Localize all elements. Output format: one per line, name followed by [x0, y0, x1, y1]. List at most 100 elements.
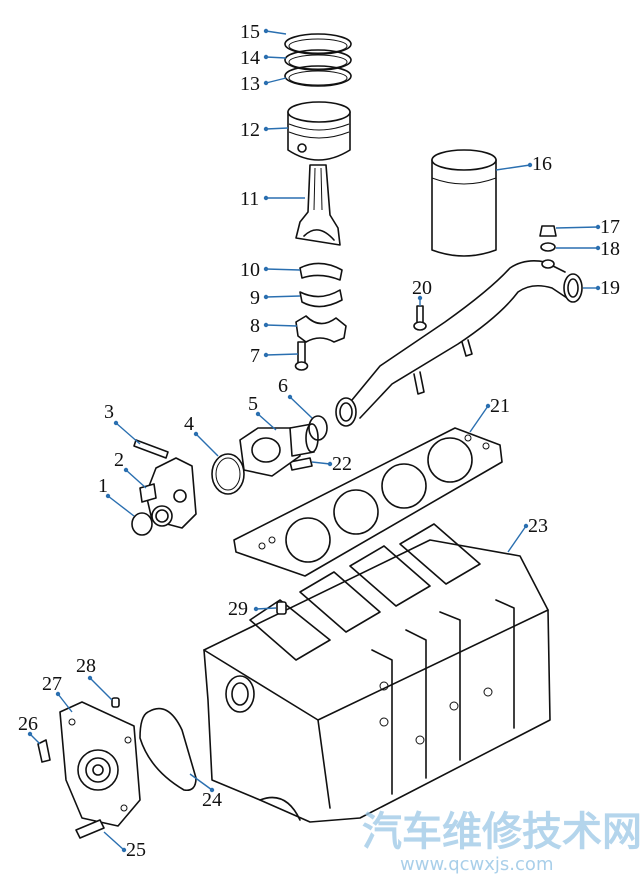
leader-dot-4	[193, 431, 199, 437]
leader-dot-15	[263, 28, 269, 34]
leader-14	[265, 56, 287, 59]
leader-dot-18	[595, 245, 601, 251]
callout-5: 5	[248, 393, 258, 415]
engine-block	[203, 523, 551, 823]
callout-25: 25	[126, 839, 146, 861]
leader-dot-9	[263, 294, 269, 300]
leader-6	[289, 396, 313, 419]
callout-11: 11	[240, 188, 259, 210]
leader-dot-17	[595, 224, 601, 230]
washer-18	[540, 242, 556, 252]
callout-10: 10	[240, 259, 260, 281]
leader-dot-19	[595, 285, 601, 291]
leader-dot-14	[263, 54, 269, 60]
leader-17	[555, 226, 599, 229]
callout-14: 14	[240, 47, 260, 69]
callout-12: 12	[240, 119, 260, 141]
leader-4	[195, 433, 219, 457]
leader-dot-28	[87, 675, 93, 681]
water-pump	[59, 701, 141, 827]
leader-10	[265, 268, 301, 271]
piston-ring-14	[284, 49, 352, 71]
leader-2	[125, 469, 147, 489]
leader-27	[57, 693, 73, 713]
bearing-shell-10	[299, 262, 343, 281]
leader-dot-29	[253, 606, 259, 612]
leader-dot-22	[327, 461, 333, 467]
leader-dot-11	[263, 195, 269, 201]
bolt-17	[539, 225, 557, 237]
bolt-20	[413, 305, 427, 331]
leader-dot-8	[263, 322, 269, 328]
callout-2: 2	[114, 449, 124, 471]
leader-1	[107, 495, 135, 517]
leader-7	[265, 353, 299, 356]
leader-dot-27	[55, 691, 61, 697]
dowel-29	[276, 601, 287, 615]
callout-15: 15	[240, 21, 260, 43]
callout-17: 17	[600, 216, 620, 238]
leader-12	[265, 127, 289, 130]
leader-dot-20	[417, 295, 423, 301]
leader-22	[311, 461, 331, 465]
callout-28: 28	[76, 655, 96, 677]
callout-13: 13	[240, 73, 260, 95]
callout-9: 9	[250, 287, 260, 309]
callout-16: 16	[532, 153, 552, 175]
rod-bolt	[294, 341, 309, 371]
leader-25	[103, 831, 125, 851]
leader-dot-7	[263, 352, 269, 358]
leader-dot-21	[485, 403, 491, 409]
water-outlet	[139, 457, 197, 529]
dowel-28	[111, 697, 120, 708]
leader-26	[29, 733, 41, 745]
callout-3: 3	[104, 401, 114, 423]
leader-24	[189, 773, 213, 791]
callout-24: 24	[202, 789, 222, 811]
leader-8	[265, 324, 298, 327]
callout-23: 23	[528, 515, 548, 537]
leader-29	[255, 607, 277, 610]
leader-3	[115, 422, 141, 445]
leader-9	[265, 295, 301, 298]
leader-dot-12	[263, 126, 269, 132]
leader-16	[495, 164, 531, 171]
piston	[287, 101, 351, 161]
leader-dot-6	[287, 394, 293, 400]
callout-20: 20	[412, 277, 432, 299]
gasket-24	[139, 707, 197, 792]
o-ring-1	[131, 512, 153, 536]
callout-21: 21	[490, 395, 510, 417]
watermark-url: www.qcwxjs.com	[400, 854, 553, 875]
o-ring-6	[308, 415, 328, 441]
bolt-26	[37, 739, 51, 763]
thermostat-housing	[239, 423, 319, 477]
stud-25	[75, 819, 105, 839]
watermark-cn: 汽车维修技术网	[362, 809, 640, 855]
cylinder-liner	[431, 149, 497, 257]
bolt-3	[133, 439, 169, 459]
gasket-4	[211, 453, 245, 495]
callout-29: 29	[228, 598, 248, 620]
leader-dot-13	[263, 80, 269, 86]
head-gasket	[233, 427, 503, 577]
leader-dot-26	[27, 731, 33, 737]
callout-7: 7	[250, 345, 260, 367]
leader-dot-16	[527, 162, 533, 168]
callout-18: 18	[600, 238, 620, 260]
leader-lines	[27, 28, 601, 853]
piston-ring-15	[284, 33, 352, 55]
leader-23	[507, 525, 527, 553]
leader-dot-5	[255, 411, 261, 417]
leader-15	[265, 30, 287, 35]
connecting-rod	[295, 164, 341, 246]
rod-cap	[295, 315, 347, 343]
callout-4: 4	[184, 413, 194, 435]
bearing-shell-9	[299, 289, 343, 308]
callout-26: 26	[18, 713, 38, 735]
bolt-22	[289, 457, 313, 471]
leader-21	[469, 405, 489, 433]
callout-19: 19	[600, 277, 620, 299]
callout-27: 27	[42, 673, 62, 695]
